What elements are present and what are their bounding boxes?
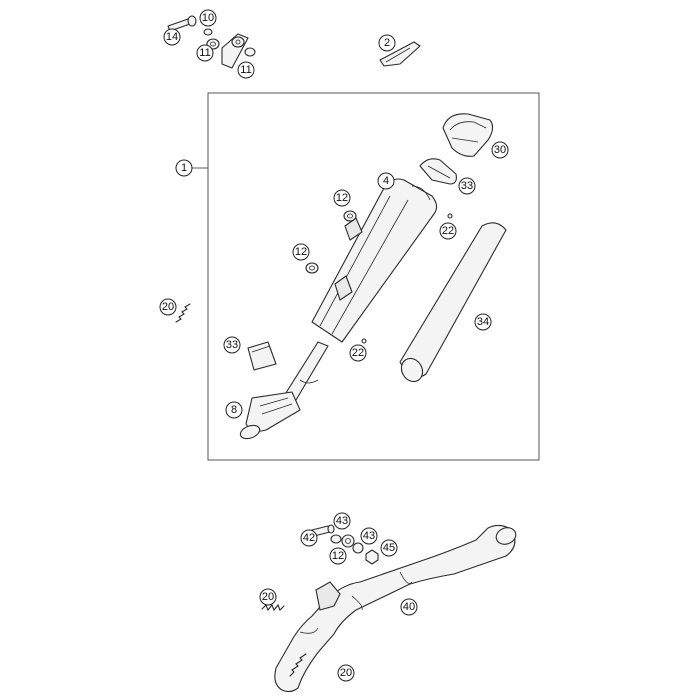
header-pipe-40 — [274, 524, 517, 693]
callout-22b: 22 — [349, 344, 367, 362]
callout-8-label: 8 — [231, 404, 237, 416]
callout-34-label: 34 — [477, 316, 489, 328]
callout-20a-label: 20 — [162, 301, 174, 313]
washer-43a — [330, 534, 342, 544]
callout-20c-label: 20 — [340, 667, 352, 679]
spring-20a — [175, 303, 191, 323]
heat-guard-2 — [379, 41, 421, 67]
callout-34: 34 — [474, 313, 492, 331]
insert-cap-33-lower — [247, 341, 277, 371]
spring-20b — [261, 603, 285, 612]
callout-40-label: 40 — [403, 601, 415, 613]
callout-45-label: 45 — [383, 542, 395, 554]
callout-30-label: 30 — [494, 144, 506, 156]
callout-43b: 43 — [360, 527, 378, 545]
callout-43a-label: 43 — [336, 515, 348, 527]
front-cone-8 — [239, 391, 301, 440]
callout-20c: 20 — [337, 664, 355, 682]
callout-2-label: 2 — [384, 37, 390, 49]
callout-20a: 20 — [159, 298, 177, 316]
spring-20c — [289, 653, 307, 677]
rivet-22b — [361, 338, 367, 344]
callout-20b: 20 — [259, 588, 277, 606]
callout-12a-label: 12 — [336, 192, 348, 204]
callout-12c-label: 12 — [332, 550, 344, 562]
callout-42-label: 42 — [303, 532, 315, 544]
washer-10 — [203, 28, 213, 36]
rubber-grommet-11b — [244, 47, 256, 57]
callout-11a: 11 — [196, 44, 214, 62]
callout-33b-label: 33 — [226, 339, 238, 351]
callout-1: 1 — [175, 159, 193, 177]
callout-10: 10 — [199, 9, 217, 27]
callout-45: 45 — [380, 539, 398, 557]
callout-2: 2 — [378, 34, 396, 52]
nut-12c — [352, 542, 364, 554]
nut-12a — [343, 210, 357, 222]
perforated-inner-tube — [283, 341, 329, 401]
callout-33a: 33 — [458, 177, 476, 195]
silencer-packing-34 — [399, 222, 507, 383]
nut-45 — [365, 549, 379, 565]
callout-33a-label: 33 — [461, 180, 473, 192]
callout-11b: 11 — [237, 61, 255, 79]
callout-42: 42 — [300, 529, 318, 547]
insert-cap-33-upper — [419, 158, 457, 185]
callout-43a: 43 — [333, 512, 351, 530]
callout-12b-label: 12 — [295, 246, 307, 258]
callout-11b-label: 11 — [240, 64, 251, 76]
callout-33b: 33 — [223, 336, 241, 354]
callout-8: 8 — [225, 401, 243, 419]
mounting-bracket — [221, 33, 249, 69]
callout-22a: 22 — [439, 222, 457, 240]
callout-22b-label: 22 — [352, 347, 364, 359]
rivet-22a — [447, 213, 453, 219]
bolt-42 — [311, 524, 335, 537]
callout-4: 4 — [377, 172, 395, 190]
callout-10-label: 10 — [202, 12, 214, 24]
callout-12a: 12 — [333, 189, 351, 207]
callout-12b: 12 — [292, 243, 310, 261]
silencer-group-frame — [207, 92, 540, 461]
callout-40: 40 — [400, 598, 418, 616]
callout-20b-label: 20 — [262, 591, 274, 603]
callout-14: 14 — [163, 28, 181, 46]
callout-30: 30 — [491, 141, 509, 159]
callout-14-label: 14 — [166, 31, 178, 43]
callout-1-label: 1 — [181, 162, 187, 174]
callout-22a-label: 22 — [442, 225, 454, 237]
callout-4-label: 4 — [383, 175, 389, 187]
silencer-shell-4 — [311, 178, 438, 343]
grommet-43b — [341, 534, 355, 548]
callout-12c: 12 — [329, 547, 347, 565]
nut-12b — [305, 262, 319, 274]
end-cap-30 — [442, 113, 494, 157]
callout-43b-label: 43 — [363, 530, 375, 542]
callout-11a-label: 11 — [199, 47, 210, 59]
